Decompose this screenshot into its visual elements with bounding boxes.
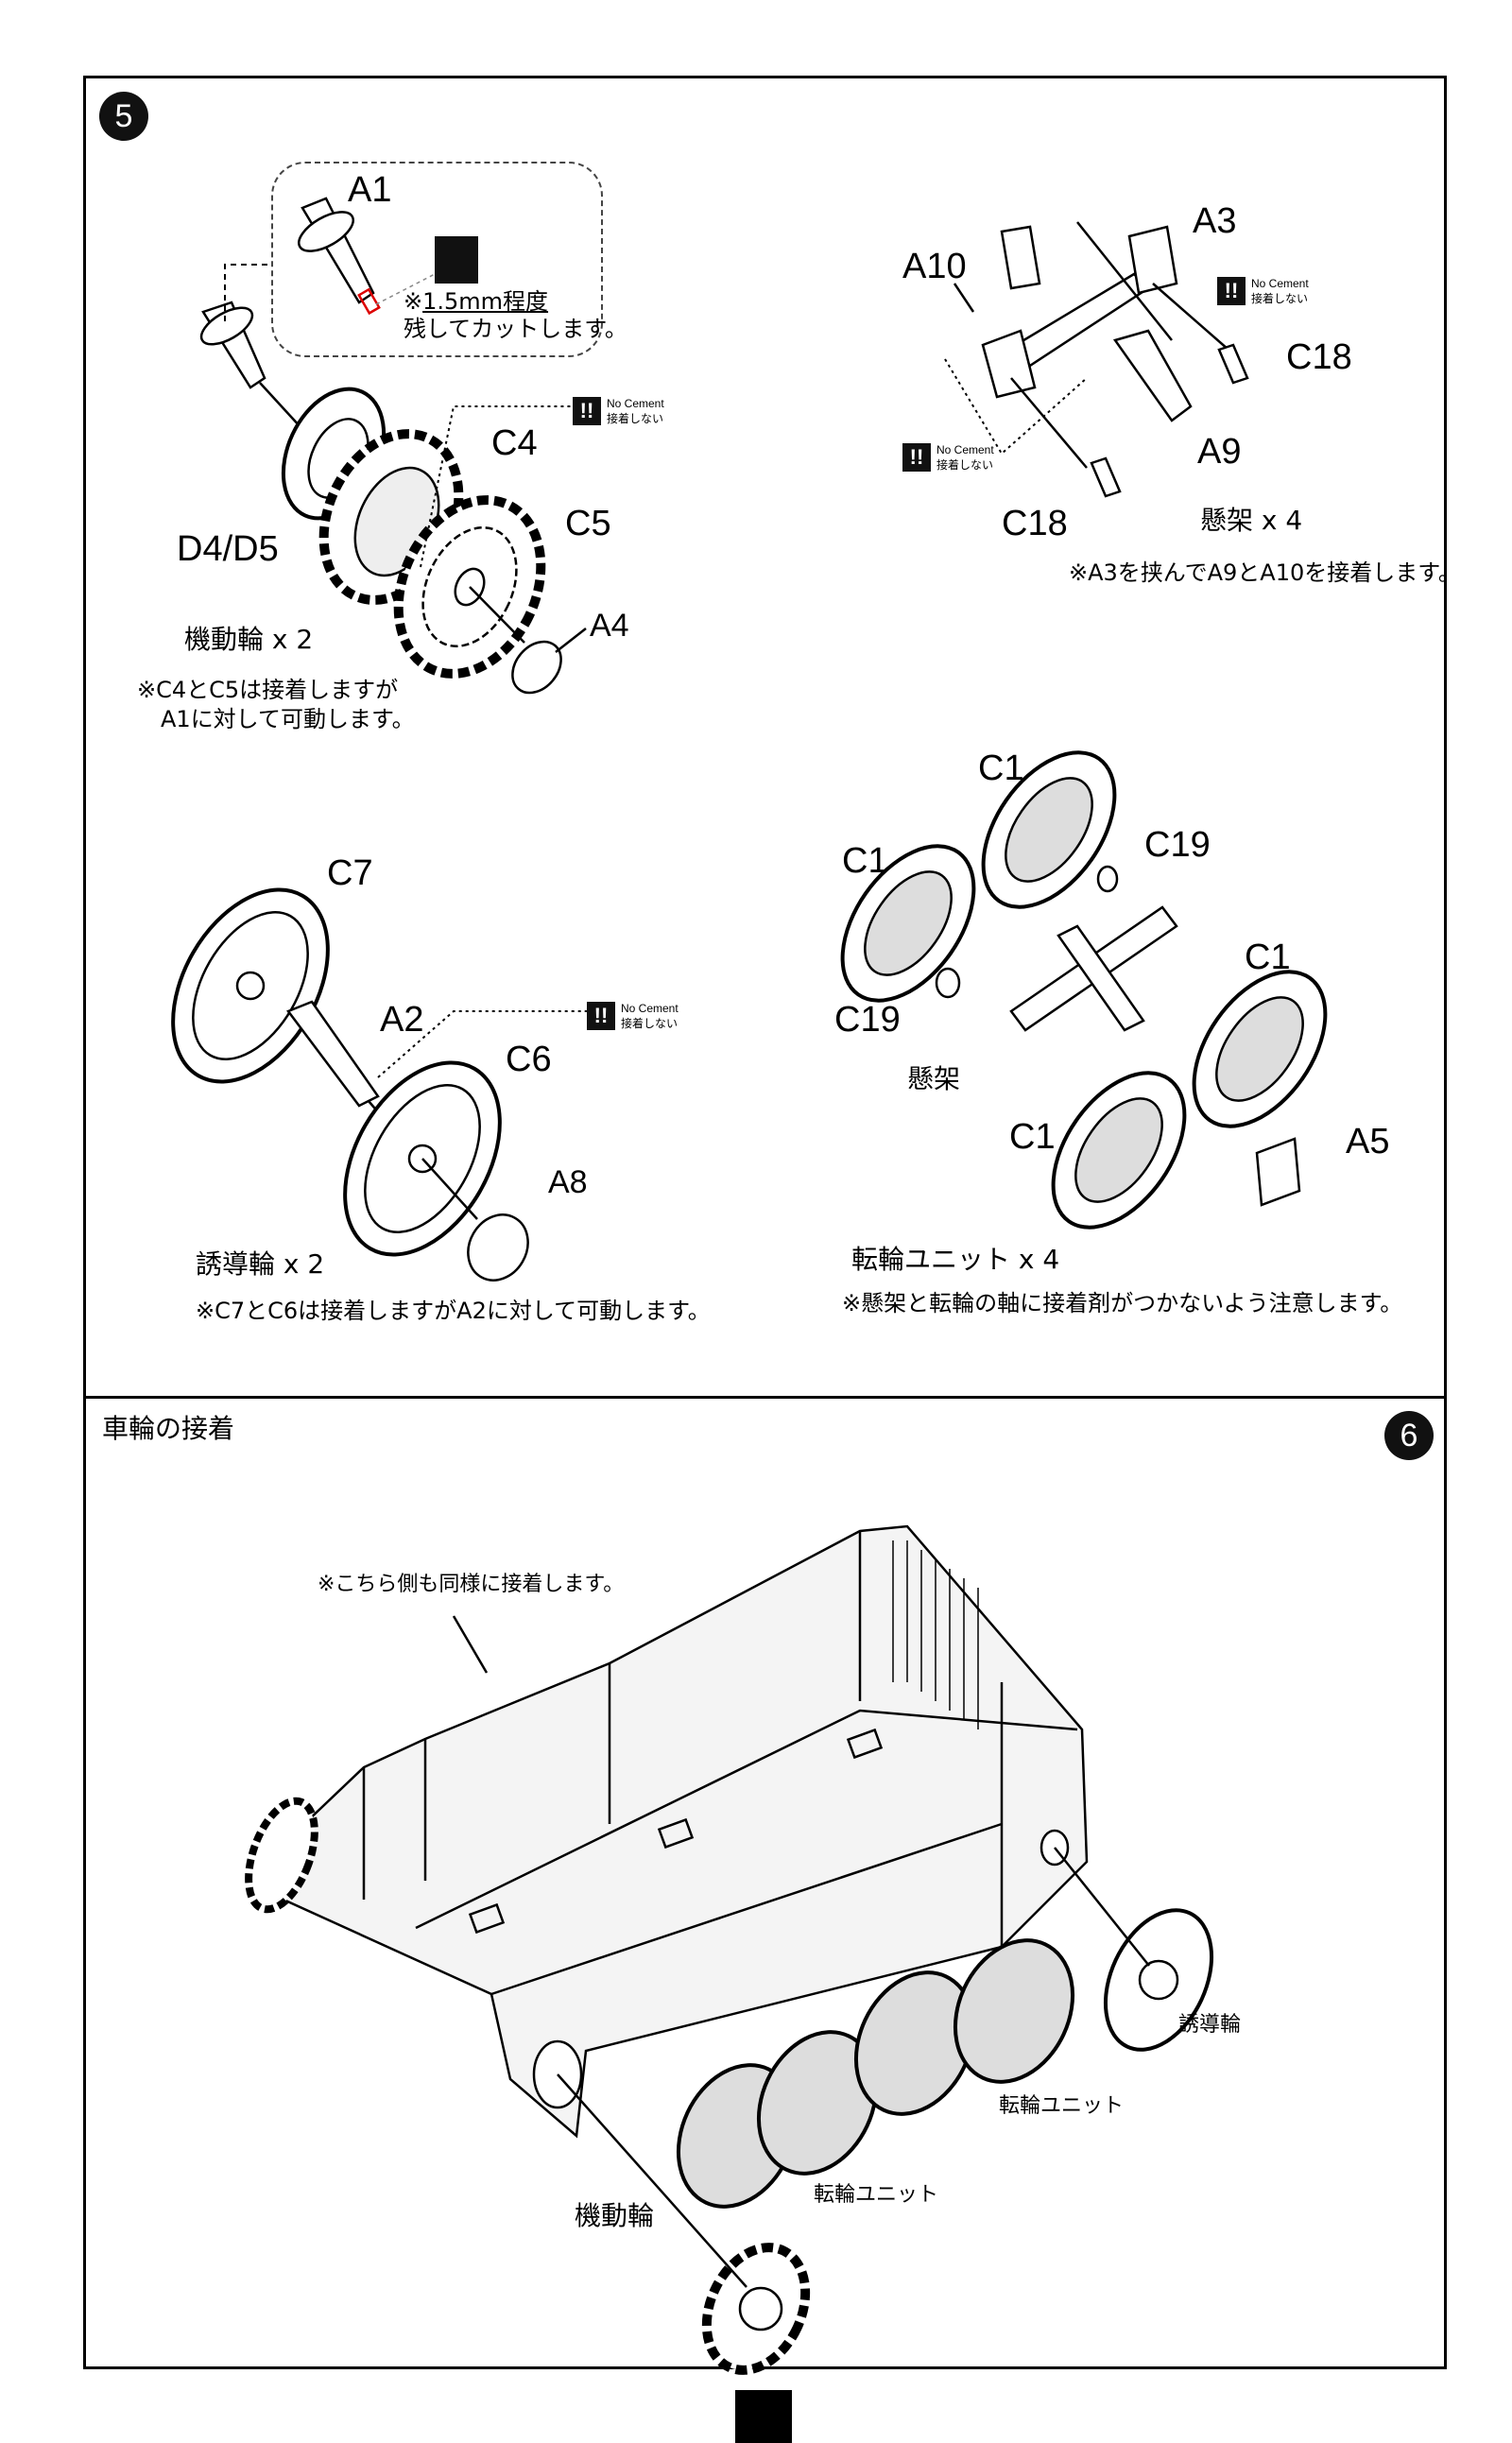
part-label-a9: A9 <box>1197 432 1242 472</box>
no-cement-jp: 接着しない <box>936 458 994 473</box>
label-sprocket: 機動輪 <box>575 2200 655 2231</box>
part-label-a4: A4 <box>590 608 629 644</box>
exclamation-icon: !! <box>902 443 931 473</box>
part-label-c19: C19 <box>834 1000 901 1040</box>
idler-note: ※C7とC6は接着しますがA2に対して可動します。 <box>196 1298 711 1324</box>
a1-cut-callout <box>271 162 603 357</box>
no-cement-leader <box>420 405 573 568</box>
step6-title: 車輪の接着 <box>102 1413 235 1444</box>
no-cement-en: No Cement <box>1251 277 1309 290</box>
sprocket-note-line2: A1に対して可動します。 <box>161 706 415 732</box>
no-cement-en: No Cement <box>936 443 994 456</box>
no-cement-badge: !! No Cement 接着しない <box>587 1001 679 1031</box>
c6-idler-wheel-drawing <box>343 1060 502 1257</box>
roadwheel-title: 転輪ユニット x 4 <box>851 1244 1060 1275</box>
part-label-a2: A2 <box>380 1000 424 1040</box>
no-cement-badge: !! No Cement 接着しない <box>1217 276 1309 306</box>
hull-drawing <box>263 1524 1089 2139</box>
label-roadwheel-unit: 転輪ユニット <box>814 2183 939 2207</box>
part-label-a10: A10 <box>902 247 967 286</box>
no-cement-jp: 接着しない <box>621 1017 679 1031</box>
section-divider <box>83 1396 1447 1399</box>
part-label-c18: C18 <box>1002 504 1068 543</box>
cut-icon <box>435 236 478 284</box>
step-number-6: 6 <box>1384 1411 1434 1460</box>
suspension-label: 懸架 <box>907 1063 961 1094</box>
no-cement-en: No Cement <box>621 1002 679 1015</box>
step6-note: ※こちら側も同様に接着します。 <box>318 1573 625 1596</box>
suspension-arm-drawing <box>944 221 1249 498</box>
part-label-c1: C1 <box>842 841 888 881</box>
exclamation-icon: !! <box>573 397 601 426</box>
part-label-c18: C18 <box>1286 337 1352 377</box>
sprocket-note-line1: ※C4とC5は接着しますが <box>137 677 399 703</box>
part-label-c4: C4 <box>491 423 538 463</box>
part-label-c19: C19 <box>1144 825 1211 865</box>
part-label-c5: C5 <box>565 504 611 543</box>
exclamation-icon: !! <box>587 1002 615 1031</box>
road-wheel-unit-drawing <box>840 750 1328 1230</box>
step6-wheels-drawing <box>532 1829 1214 2375</box>
part-label-a3: A3 <box>1193 201 1237 241</box>
part-label-c1: C1 <box>1245 938 1291 977</box>
page-end-mark <box>735 2390 792 2443</box>
no-cement-jp: 接着しない <box>1251 292 1309 306</box>
sprocket-title: 機動輪 x 2 <box>184 624 314 655</box>
part-label-d4-d5: D4/D5 <box>177 529 279 569</box>
note-mark: ※ <box>404 288 423 315</box>
no-cement-en: No Cement <box>607 397 664 410</box>
label-idler: 誘導輪 <box>1178 2013 1242 2037</box>
idler-title: 誘導輪 x 2 <box>196 1248 325 1280</box>
suspension-title: 懸架 x 4 <box>1200 505 1303 536</box>
c7-idler-wheel-drawing <box>171 887 330 1084</box>
cut-length: 1.5mm程度 <box>422 288 549 315</box>
part-label-a5: A5 <box>1346 1122 1390 1161</box>
cut-note-line2: 残してカットします。 <box>404 316 627 342</box>
part-label-a1: A1 <box>348 170 392 210</box>
no-cement-jp: 接着しない <box>607 412 664 426</box>
part-label-a8: A8 <box>548 1164 588 1200</box>
a8-cap-drawing <box>467 1213 529 1282</box>
page-frame <box>83 76 1447 2369</box>
exclamation-icon: !! <box>1217 277 1246 306</box>
part-label-c6: C6 <box>506 1040 552 1079</box>
front-sprocket-drawing <box>245 1797 318 1914</box>
part-label-c1: C1 <box>1009 1117 1056 1157</box>
a4-cap-drawing <box>511 628 587 695</box>
part-label-c7: C7 <box>327 853 373 893</box>
no-cement-badge: !! No Cement 接着しない <box>902 442 994 473</box>
part-label-c1: C1 <box>978 748 1024 788</box>
a1-axle-drawing <box>199 197 436 440</box>
c5-sprocket-drawing <box>393 495 546 679</box>
roadwheel-note: ※懸架と転輪の軸に接着剤がつかないよう注意します。 <box>842 1290 1403 1316</box>
label-roadwheel-unit: 転輪ユニット <box>999 2094 1125 2118</box>
cut-note-line1: ※1.5mm程度 <box>404 288 548 316</box>
step-number-5: 5 <box>99 92 148 141</box>
no-cement-badge: !! No Cement 接着しない <box>573 396 664 426</box>
suspension-note: ※A3を挟んでA9とA10を接着します。 <box>1069 559 1461 586</box>
